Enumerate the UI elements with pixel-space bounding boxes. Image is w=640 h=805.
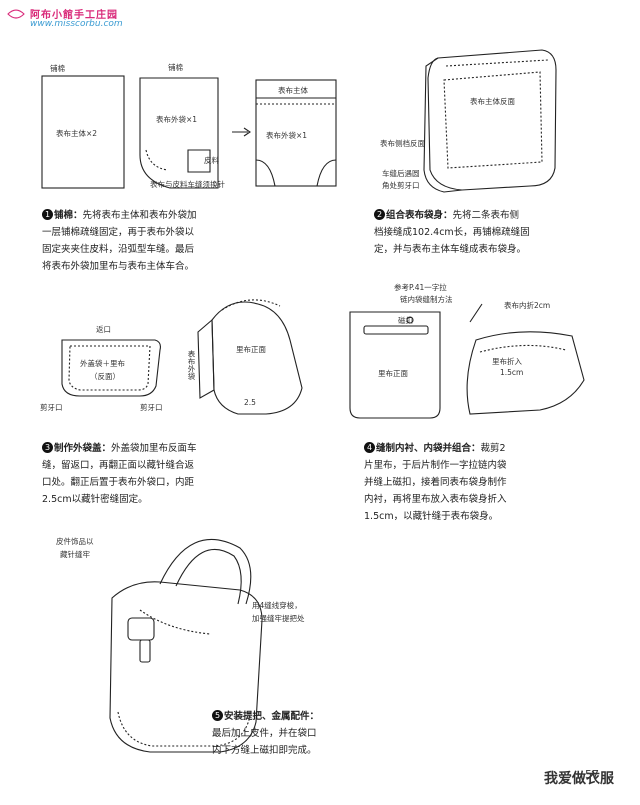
step3-line3: 2.5cm以藏针密缝固定。	[42, 494, 148, 505]
panel2-label: 表布外袋×1	[156, 115, 198, 124]
step3-title: 制作外袋盖：	[54, 443, 112, 454]
back-label: 表布主体反面	[470, 97, 515, 106]
notch-right: 剪牙口	[140, 403, 163, 412]
fold-top-label: 表布内折2cm	[504, 301, 551, 310]
arrow-icon	[232, 127, 251, 137]
panel3-label: 表布外袋×1	[266, 131, 308, 140]
step4-number: 4	[364, 442, 375, 453]
flap-center-2: （反面）	[90, 372, 120, 381]
flap-flat	[61, 339, 161, 397]
lining-panel	[349, 311, 441, 419]
panel-outer-pocket	[139, 77, 219, 189]
measure-25: 2.5	[244, 398, 256, 407]
step1-line1: 一层铺棉疏缝固定，再于表布外袋以	[42, 227, 195, 238]
leather-label: 皮料	[204, 156, 219, 165]
step4-line0: 裁剪2	[480, 443, 506, 454]
step3-line0: 外盖袋加里布反面车	[111, 443, 197, 454]
outer-pocket-label: 表布外袋	[187, 350, 196, 380]
leather-note-2: 藏针缝牢	[60, 550, 90, 559]
fig1-caption: 表布与皮料车缝须换针	[150, 180, 225, 189]
flap-on-bag	[211, 301, 303, 415]
step1-line3: 将表布外袋加里布与表布主体车合。	[42, 261, 195, 272]
fold-bottom-2: 1.5cm	[500, 368, 524, 377]
site-name: 阿布小館手工庄园	[30, 10, 118, 21]
ref-line1: 参考P.41一字拉	[394, 283, 447, 292]
opening-label: 返口	[96, 325, 111, 334]
logo-icon	[7, 9, 25, 19]
step2-line2: 定，并与表布主体车缝成表布袋身。	[374, 244, 527, 255]
panel3-top-label: 表布主体	[278, 86, 308, 95]
step3-line2: 口处。翻正后置于表布外袋口，内距	[42, 477, 195, 488]
step4-title: 缝制内衬、内袋并组合：	[376, 443, 481, 454]
step2-line1: 档接缝成102.4cm长，再铺棉疏缝固	[374, 227, 530, 238]
finished-bag	[109, 581, 263, 753]
step4-line1: 片里布，于后片制作一字拉链内袋	[364, 460, 507, 471]
page-number: 57	[585, 768, 599, 781]
flap-center-1: 外盖袋＋里布	[80, 359, 125, 368]
thread-note-1: 用4缝线穿梭，	[252, 601, 302, 610]
note-line2: 角处剪牙口	[382, 181, 420, 190]
bag-body-3d	[427, 49, 557, 191]
leather-note-1: 皮件饰品以	[56, 537, 94, 546]
step2-title: 组合表布袋身：	[386, 210, 453, 221]
step1-line0: 先将表布主体和表布外袋加	[82, 210, 197, 221]
step1-number: 1	[42, 209, 53, 220]
panel-assembled	[255, 79, 337, 187]
batting-label-a: 铺棉	[50, 64, 65, 73]
step2-line0: 先将二条表布侧	[452, 210, 520, 221]
step5-title: 安装提把、金属配件：	[224, 711, 320, 722]
step3-number: 3	[42, 442, 53, 453]
watermark: 我爱做衣服	[544, 771, 614, 787]
step1-title: 铺棉：	[54, 210, 83, 221]
step3-line1: 缝，留返口，再翻正面以藏针缝合返	[42, 460, 195, 471]
fold-bottom-1: 里布折入	[492, 357, 522, 366]
step5-number: 5	[212, 710, 223, 721]
panel-main-body	[41, 75, 125, 189]
thread-note-2: 加强缝牢提把处	[252, 614, 305, 623]
step4-line4: 1.5cm，以藏针缝于表布袋身。	[364, 511, 499, 522]
notch-left: 剪牙口	[40, 403, 63, 412]
fold-detail	[466, 331, 585, 415]
batting-label-b: 铺棉	[168, 63, 183, 72]
side-label: 表布侧档反面	[380, 139, 425, 148]
step4-line3: 内衬，再将里布放入表布袋身折入	[364, 494, 507, 505]
ref-line2: 链内袋缝制方法	[400, 295, 453, 304]
magnet-label: 磁扣	[398, 316, 413, 325]
step5-line1: 最后加上皮件，并在袋口	[212, 728, 317, 739]
step2-number: 2	[374, 209, 385, 220]
site-url[interactable]: www.misscorbu.com	[30, 19, 123, 29]
step1-line2: 固定夹夹住皮料，沿弧型车缝。最后	[42, 244, 195, 255]
panel1-label: 表布主体×2	[56, 129, 98, 138]
step4-line2: 并缝上磁扣，接着同表布袋身制作	[364, 477, 507, 488]
note-line1: 车缝后遇圆	[382, 169, 420, 178]
lining-face-label: 里布正面	[236, 345, 266, 354]
step5-line2: 内下方缝上磁扣即完成。	[212, 745, 317, 756]
lining-face-4: 里布正面	[378, 369, 408, 378]
